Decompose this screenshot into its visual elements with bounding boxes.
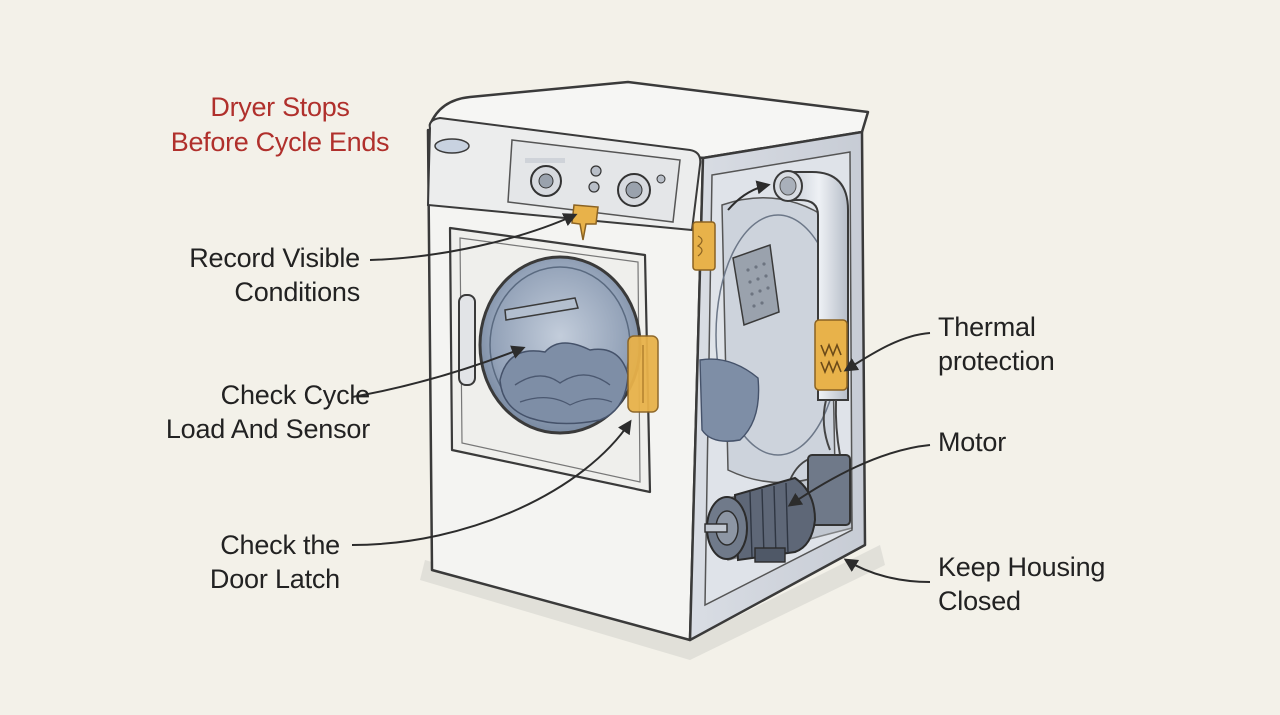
callout-motor: Motor [938, 425, 1138, 459]
wiring [822, 399, 831, 451]
thermal-fuse [814, 319, 848, 391]
title-line-1: Dryer Stops [210, 92, 350, 122]
callout-text: Check the [220, 530, 340, 560]
brand-badge [434, 138, 470, 154]
callout-text: Door Latch [209, 564, 340, 594]
arrow-record-conditions [369, 213, 578, 261]
arrow-exhaust [727, 180, 771, 211]
indicator-dot [590, 165, 602, 177]
arrow-motor [787, 444, 931, 507]
arrow-cycle-load [351, 345, 526, 398]
indicator-dot [656, 174, 666, 184]
diagram-title: Dryer Stops Before Cycle Ends [150, 90, 410, 160]
side-laundry [699, 358, 760, 442]
indicator-dot [588, 181, 600, 193]
callout-text: Closed [938, 586, 1021, 616]
callout-keep-housing-closed: Keep Housing Closed [938, 550, 1158, 618]
arrow-thermal [843, 332, 931, 372]
dryer-top [428, 80, 870, 160]
drum-baffle [504, 297, 579, 321]
callout-thermal-protection: Thermal protection [938, 310, 1138, 378]
callout-text: Conditions [234, 277, 360, 307]
callout-text: Check Cycle [220, 380, 371, 410]
arrow-door-latch [351, 419, 632, 546]
arrow-housing [843, 558, 931, 583]
lint-filter [732, 243, 780, 327]
callout-text: Thermal [938, 312, 1036, 342]
title-line-2: Before Cycle Ends [170, 127, 390, 157]
callout-record-conditions: Record Visible Conditions [150, 241, 360, 309]
motor-shaft [704, 523, 728, 533]
callout-text: Keep Housing [938, 552, 1106, 582]
side-sensor [692, 221, 716, 271]
callout-text: Load And Sensor [165, 414, 370, 444]
callout-text: Motor [938, 427, 1007, 457]
callout-door-latch: Check the Door Latch [150, 528, 340, 596]
callout-text: protection [938, 346, 1055, 376]
callout-text: Record Visible [189, 243, 360, 273]
callout-cycle-load-sensor: Check Cycle Load And Sensor [140, 378, 370, 446]
door-handle [458, 294, 476, 386]
floor-shadow [420, 545, 885, 660]
